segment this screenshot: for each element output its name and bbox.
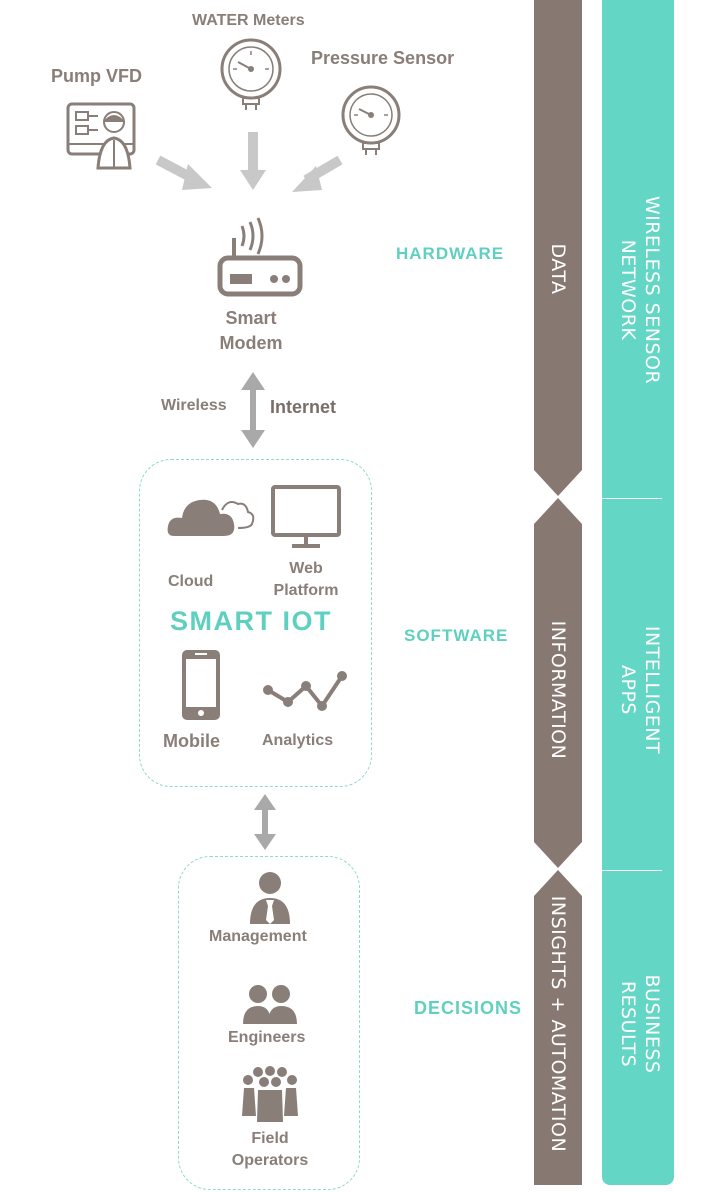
management-label: Management [209,928,307,945]
hardware-label: HARDWARE [396,244,505,263]
engineers-label: Engineers [228,1029,306,1046]
field-operators-label: Field Operators [231,1130,309,1169]
insights-chevron [534,870,582,1185]
cloud-icon [167,499,255,536]
people-box [178,856,360,1190]
mobile-label: Mobile [163,731,220,751]
information-chevron [534,498,582,868]
data-chevron [534,0,582,496]
manager-icon [250,872,290,924]
wireless-label: Wireless [161,397,227,414]
teal-divider-2 [602,870,662,871]
pump-vfd-icon [66,102,136,170]
water-meters-label: WATER Meters [192,12,305,29]
center-source-arrow [240,132,266,190]
smart-iot-title: SMART IOT [170,606,332,636]
analytics-label: Analytics [262,732,334,749]
teal-column [602,0,674,1185]
pressure-sensor-label: Pressure Sensor [311,48,455,68]
wireless-internet-arrow [241,372,265,448]
mobile-phone-icon [182,650,220,720]
teal-divider-1 [602,498,662,499]
pressure-sensor-gauge-icon [341,85,401,155]
field-operators-crowd-icon [242,1066,298,1122]
smart-modem-icon [217,217,303,297]
pump-vfd-label: Pump VFD [51,66,143,86]
internet-label: Internet [270,397,337,417]
left-source-arrow [155,155,212,190]
analytics-line-icon [263,671,347,711]
cloud-label: Cloud [168,573,214,590]
engineers-icon [243,985,297,1024]
web-platform-label: Web Platform [273,560,339,599]
monitor-icon [271,485,341,548]
iot-people-arrow [254,794,276,850]
smart-iot-box [139,459,372,787]
software-label: SOFTWARE [404,626,509,645]
right-source-arrow [292,155,343,192]
decisions-label: DECISIONS [414,998,523,1018]
smart-modem-label: Smart Modem [219,308,283,353]
water-meter-gauge-icon [220,38,282,110]
